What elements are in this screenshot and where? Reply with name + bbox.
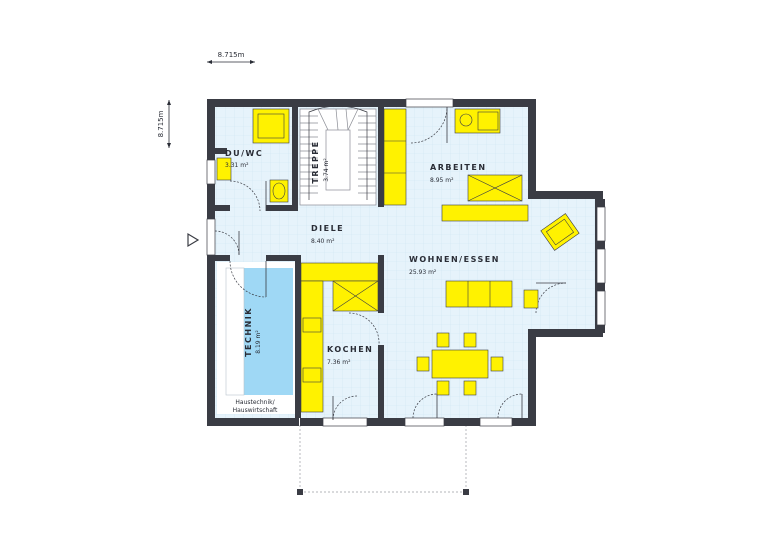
room-technik: TECHNIK 8.19 m² Haustechnik/ Hauswirtsch… xyxy=(233,307,278,414)
room-kochen: KOCHEN 7.36 m² xyxy=(327,345,373,366)
room-name: TECHNIK xyxy=(244,307,253,357)
terrace-outline xyxy=(299,425,467,493)
room-note: Haustechnik/ xyxy=(235,399,275,406)
room-area: 8.19 m² xyxy=(255,330,262,354)
cabinet-details xyxy=(302,140,523,383)
room-area: 7.36 m² xyxy=(327,359,351,366)
room-note: Hauswirtschaft xyxy=(233,407,278,414)
width-dimension: 8.715m xyxy=(207,51,255,64)
width-dimension-label: 8.715m xyxy=(218,51,245,59)
room-name: ARBEITEN xyxy=(430,163,487,172)
room-area: 8.40 m² xyxy=(311,238,335,245)
room-area: 3.74 m² xyxy=(323,158,330,182)
room-area: 3.31 m² xyxy=(225,162,249,169)
entrance-arrow-icon xyxy=(187,232,200,248)
height-dimension-label: 8.715m xyxy=(157,110,165,137)
door-leaves xyxy=(238,107,566,420)
room-area: 25.93 m² xyxy=(409,269,437,276)
height-dimension: 8.715m xyxy=(157,100,171,148)
technik-cabinet xyxy=(225,267,245,396)
entrance-door xyxy=(206,218,216,256)
room-area: 8.95 m² xyxy=(430,177,454,184)
staircase xyxy=(299,105,377,206)
room-name: KOCHEN xyxy=(327,345,373,354)
room-name: DIELE xyxy=(311,224,344,233)
bathroom-fixtures xyxy=(216,108,290,203)
room-treppe: TREPPE 3.74 m² xyxy=(311,140,330,183)
room-diele: DIELE 8.40 m² xyxy=(311,224,344,245)
room-name: WOHNEN/ESSEN xyxy=(409,255,500,264)
room-wohnen-essen: WOHNEN/ESSEN 25.93 m² xyxy=(409,255,500,276)
room-arbeiten: ARBEITEN 8.95 m² xyxy=(430,163,487,184)
sofa xyxy=(445,280,539,309)
dining-table xyxy=(416,332,504,396)
room-name: DU/WC xyxy=(225,149,263,158)
interior-walls xyxy=(215,107,384,418)
technik-unit xyxy=(244,268,293,395)
terrace-post xyxy=(463,489,469,495)
terrace-post xyxy=(297,489,303,495)
room-du-wc: DU/WC 3.31 m² xyxy=(225,149,263,169)
armchair xyxy=(540,213,580,251)
exterior-walls xyxy=(207,99,603,426)
window-mullions xyxy=(595,199,605,333)
desk xyxy=(454,108,501,134)
room-name: TREPPE xyxy=(311,140,320,183)
